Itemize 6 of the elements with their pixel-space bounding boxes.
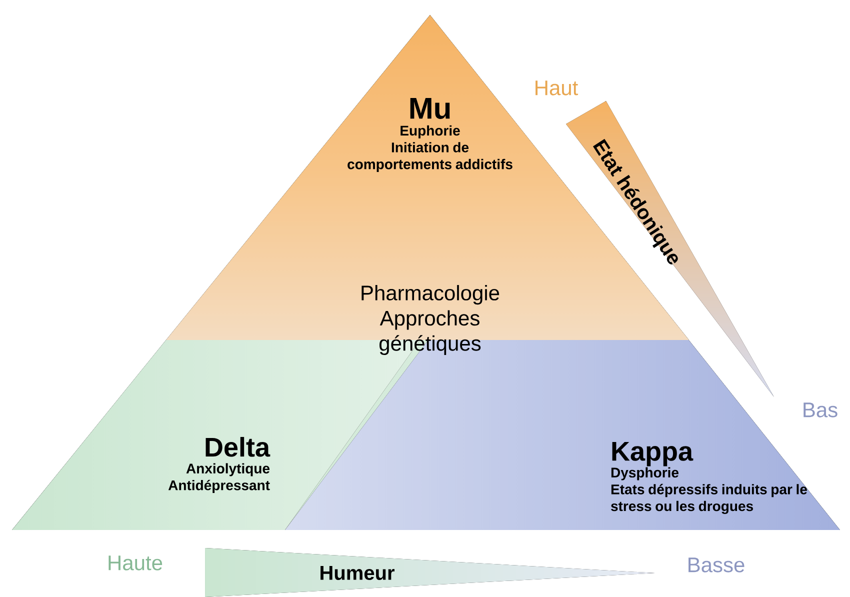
scale-label: Haut <box>536 80 578 96</box>
scale-label: Haute <box>108 556 162 570</box>
scale-label: Bas <box>804 402 838 418</box>
center-text: Pharmacologie Approches génétiques <box>362 285 500 355</box>
scale-wedge: Humeur <box>205 548 655 597</box>
scale-label: Basse <box>688 558 744 572</box>
